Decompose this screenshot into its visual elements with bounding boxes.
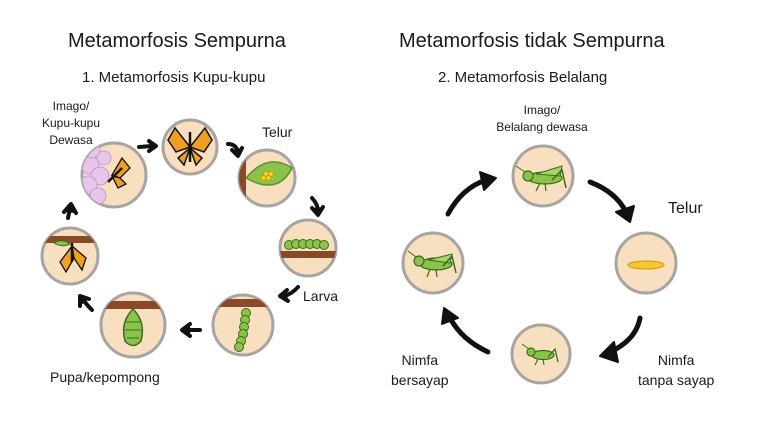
egg-pod-icon [627,260,665,270]
right-title: Metamorfosis tidak Sempurna [399,30,665,52]
arrow-icon [445,171,497,217]
label-imago-kupu: Imago/ Kupu-kupu Dewasa [30,98,112,149]
stage-butterfly-top [161,118,219,176]
label-telur-belalang: Telur [668,200,703,217]
arrow-icon [180,322,202,338]
label-nimfa-tanpa-sayap: Nimfa tanpa sayap [638,350,714,390]
stage-imago-kupu [80,141,148,209]
right-cycle-arrows [441,171,643,363]
stage-telur-belalang [614,231,678,295]
branch-icon [213,299,273,307]
arrow-icon [137,139,158,153]
arrow-icon [441,307,491,355]
butterfly-icon [167,126,213,167]
stage-telur-kupu [237,148,297,208]
label-telur-kupu: Telur [262,124,293,140]
label-imago-belalang-line2: Belalang dewasa [496,120,588,134]
grasshopper-icon [515,165,567,192]
egg-icon [260,170,274,181]
stage-emerging [40,226,100,286]
label-nimfa-tanpa-line1: Nimfa [657,352,695,368]
grasshopper-icon [521,343,559,366]
stage-nimfa-bersayap [401,231,465,295]
caterpillar-icon [284,239,329,250]
caterpillar-icon [234,308,251,352]
left-subtitle: 1. Metamorfosis Kupu-kupu [82,69,266,86]
arrow-icon [78,294,94,312]
stage-imago-belalang [511,144,575,208]
cocoon-icon [122,307,144,347]
butterfly-icon [107,156,131,189]
left-cycle-arrows [62,139,325,338]
stage-pupa [99,291,167,359]
arrow-icon [62,202,78,220]
label-nimfa-bersayap-line2: bersayap [391,372,449,388]
branch-icon [239,150,246,206]
grasshopper-icon [407,250,457,278]
stage-larva-hanging [211,293,275,357]
branch-icon [280,251,336,258]
arrow-icon [599,315,643,363]
butterfly-icon [53,240,87,274]
arrow-icon [587,179,635,223]
stage-larva [278,218,338,278]
branch-icon [101,301,165,309]
arrow-icon [310,196,325,217]
label-imago-kupu-line1: Imago/ [52,99,90,113]
label-imago-kupu-line2: Kupu-kupu [41,116,101,130]
label-imago-belalang-line1: Imago/ [523,103,561,117]
arrow-icon [226,142,244,158]
left-title: Metamorfosis Sempurna [68,30,286,52]
label-larva: Larva [303,288,339,304]
stage-nimfa-tanpa-sayap [510,323,572,385]
label-imago-belalang: Imago/ Belalang dewasa [482,102,602,136]
label-nimfa-tanpa-line2: tanpa sayap [638,372,715,388]
label-pupa: Pupa/kepompong [50,369,160,385]
label-nimfa-bersayap-line1: Nimfa [401,352,439,368]
branch-icon [42,236,98,243]
label-imago-kupu-line3: Dewasa [49,133,93,147]
label-nimfa-bersayap: Nimfa bersayap [391,350,449,390]
arrow-icon [278,285,300,303]
right-subtitle: 2. Metamorfosis Belalang [438,69,608,86]
